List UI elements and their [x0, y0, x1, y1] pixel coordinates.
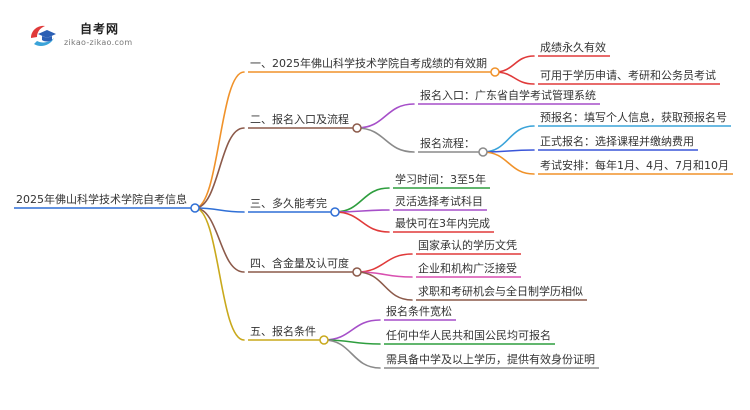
leaf-connector-4-3: [356, 271, 413, 301]
leaf-node-4-1: 国家承认的学历文凭: [418, 238, 517, 252]
leaf-connector-5-3: [323, 339, 381, 369]
subleaf-node-1: 预报名：填写个人信息，获取预报名号: [540, 110, 727, 124]
branch-node-5: 五、报名条件: [250, 324, 316, 338]
leaf-node-3-2: 灵活选择考试科目: [395, 194, 483, 208]
brand-name: 自考网: [80, 22, 120, 36]
subleaf-node-2: 正式报名：选择课程并缴纳费用: [540, 134, 694, 148]
branch-connector-2: [194, 127, 245, 209]
leaf-node-4-2: 企业和机构广泛接受: [418, 261, 517, 275]
branch-knob-2: [352, 123, 362, 133]
root-node: 2025年佛山科学技术学院自考信息: [16, 192, 187, 206]
subleaf-connector-1: [482, 125, 535, 153]
leaf-connector-3-3: [334, 211, 390, 233]
leaf-node-3-1: 学习时间：3至5年: [395, 172, 486, 186]
leaf-node-3-3: 最快可在3年内完成: [395, 216, 490, 230]
branch-knob-1: [490, 67, 500, 77]
branch-knob-5: [319, 335, 329, 345]
leaf-node-1-1: 成绩永久有效: [540, 40, 606, 54]
leaf-node-2-1: 报名入口：广东省自学考试管理系统: [420, 88, 596, 102]
leaf-connector-5-1: [323, 319, 381, 341]
leaf-node-5-2: 任何中华人民共和国公民均可报名: [386, 328, 551, 342]
branch-connector-4: [194, 207, 245, 273]
site-logo[interactable]: 自考网 zikao-zikao.com: [28, 18, 168, 52]
branch-knob-4: [352, 267, 362, 277]
leaf-node-5-3: 需具备中学及以上学历，提供有效身份证明: [386, 352, 595, 366]
branch-connector-5: [194, 207, 245, 341]
leaf-node-5-1: 报名条件宽松: [386, 304, 452, 318]
branch-node-4: 四、含金量及认可度: [250, 256, 349, 270]
leaf-node-2-2: 报名流程：: [420, 136, 475, 150]
branch-node-2: 二、报名入口及流程: [250, 112, 349, 126]
leaf-connector-3-1: [334, 187, 390, 213]
leaf-node-1-2: 可用于学历申请、考研和公务员考试: [540, 68, 716, 82]
leaf-connector-1-1: [494, 55, 535, 73]
leaf-knob-2-2: [478, 147, 488, 157]
brand-url: zikao-zikao.com: [64, 38, 133, 47]
branch-connector-1: [194, 71, 245, 209]
leaf-connector-1-2: [494, 71, 535, 85]
leaf-node-4-3: 求职和考研机会与全日制学历相似: [418, 284, 583, 298]
branch-connector-3: [194, 207, 245, 213]
leaf-connector-2-1: [356, 103, 415, 129]
graduation-cap-icon: [31, 25, 56, 46]
branch-node-1: 一、2025年佛山科学技术学院自考成绩的有效期: [250, 56, 487, 70]
leaf-connector-4-1: [356, 253, 413, 273]
subleaf-node-3: 考试安排：每年1月、4月、7月和10月: [540, 158, 729, 172]
leaf-connector-2-2: [356, 127, 415, 153]
branch-node-3: 三、多久能考完: [250, 196, 327, 210]
subleaf-connector-3: [482, 151, 535, 175]
root-knob: [190, 203, 200, 213]
branch-knob-3: [330, 207, 340, 217]
